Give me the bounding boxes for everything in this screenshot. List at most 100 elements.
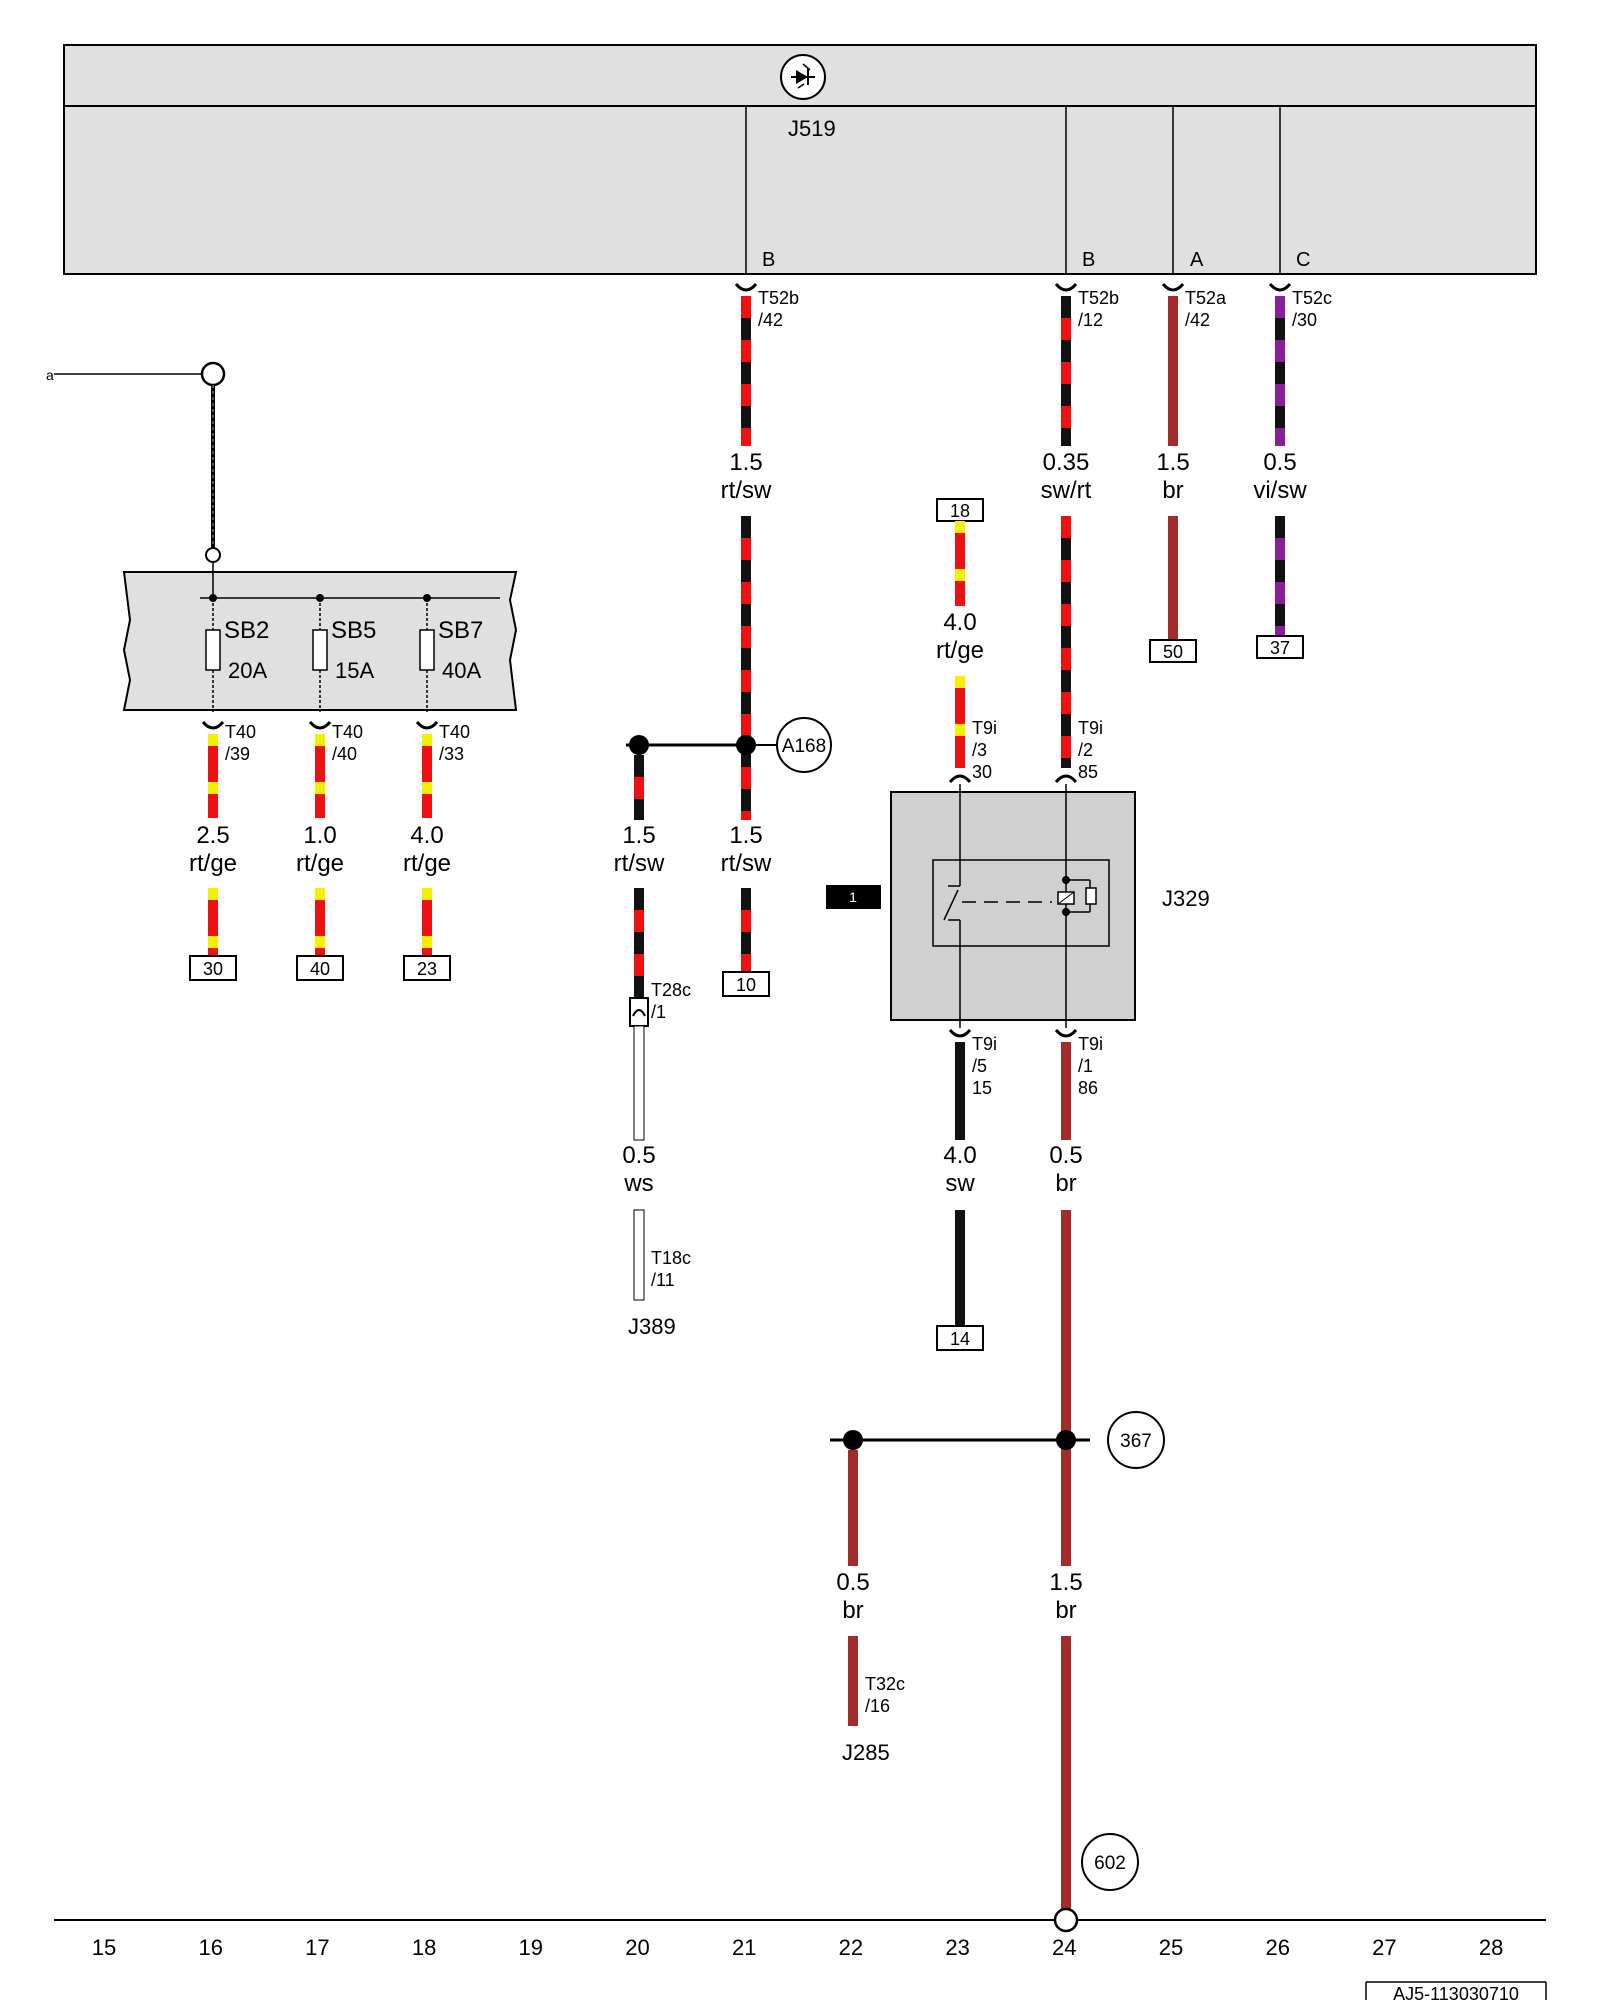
- wire-size-label: 0.35: [1043, 449, 1090, 476]
- pin-letter-a: A: [1190, 249, 1204, 271]
- svg-text:0.5: 0.5: [1049, 1142, 1082, 1169]
- svg-text:sw: sw: [945, 1170, 975, 1197]
- svg-text:30: 30: [203, 959, 223, 979]
- control-unit-j519: J519 B B A C: [63, 44, 1537, 275]
- svg-text:rt/sw: rt/sw: [614, 850, 665, 877]
- wire-size-label: 0.5: [1263, 449, 1296, 476]
- scale-label: 20: [625, 1935, 649, 1960]
- scale-label: 18: [412, 1935, 436, 1960]
- pin-letter-c: C: [1296, 249, 1310, 271]
- feed-wire-to-fusebox: [205, 385, 221, 563]
- wire-color-label: vi/sw: [1253, 477, 1307, 504]
- external-reference-a: a: [46, 361, 226, 387]
- relay-j329: J329: [890, 784, 1210, 1028]
- scale-label: 24: [1052, 1935, 1076, 1960]
- fuse-sb5: SB5 15A: [312, 594, 376, 712]
- svg-text:18: 18: [950, 501, 970, 521]
- pin-label: /30: [1292, 310, 1317, 330]
- control-unit-label: J519: [788, 116, 836, 141]
- scale-label: 19: [519, 1935, 543, 1960]
- scale-label: 27: [1372, 1935, 1396, 1960]
- fuse-connector-hooks: [201, 720, 439, 730]
- svg-text:/5: /5: [972, 1056, 987, 1076]
- svg-text:1.0: 1.0: [303, 822, 336, 849]
- splice-a168: A168: [626, 717, 832, 773]
- scale-label: 21: [732, 1935, 756, 1960]
- svg-text:4.0: 4.0: [943, 1142, 976, 1169]
- svg-text:br: br: [1055, 1597, 1076, 1624]
- wire-ws: [633, 1025, 645, 1301]
- svg-text:4.0: 4.0: [410, 822, 443, 849]
- svg-text:86: 86: [1078, 1078, 1098, 1098]
- terminal-box-18: 18: [936, 498, 984, 522]
- fuse-sb2: SB2 20A: [205, 594, 269, 712]
- svg-text:0.5: 0.5: [622, 1142, 655, 1169]
- svg-text:rt/ge: rt/ge: [189, 850, 237, 877]
- svg-text:T18c: T18c: [651, 1248, 691, 1268]
- svg-text:/33: /33: [439, 744, 464, 764]
- svg-text:/11: /11: [651, 1270, 675, 1290]
- terminal-box-14: 14: [936, 1325, 984, 1351]
- fuse-wire-labels: T40 /39 T40 /40 T40 /33 2.5 rt/ge 1.0 rt…: [189, 722, 470, 877]
- svg-text:0.5: 0.5: [836, 1569, 869, 1596]
- fuse-sb7: SB7 40A: [419, 594, 483, 712]
- terminal-box-10: 10: [722, 971, 770, 997]
- conn-label: T52a: [1185, 288, 1227, 308]
- svg-text:30: 30: [972, 762, 992, 782]
- svg-text:ws: ws: [623, 1170, 653, 1197]
- conn-label: T52c: [1292, 288, 1332, 308]
- svg-text:AJ5-113030710: AJ5-113030710: [1393, 1984, 1519, 2000]
- svg-text:4.0: 4.0: [943, 609, 976, 636]
- fuse-rating: 20A: [228, 658, 267, 683]
- connector-labels-j519: T52b /42 T52b /12 T52a /42 T52c /30: [758, 288, 1332, 330]
- svg-text:50: 50: [1163, 642, 1183, 662]
- pin-label: /42: [758, 310, 783, 330]
- svg-text:/39: /39: [225, 744, 250, 764]
- relay-badge: 1: [826, 885, 881, 909]
- svg-text:/2: /2: [1078, 740, 1093, 760]
- fuse-name: SB7: [438, 617, 483, 644]
- svg-text:T9i: T9i: [1078, 1034, 1103, 1054]
- conn-label: T52b: [1078, 288, 1119, 308]
- scale-label: 23: [945, 1935, 969, 1960]
- svg-text:15: 15: [972, 1078, 992, 1098]
- svg-text:T9i: T9i: [972, 1034, 997, 1054]
- pin-letter-b1: B: [762, 249, 775, 271]
- pin-letter-b2: B: [1082, 249, 1095, 271]
- wire-color-label: sw/rt: [1041, 477, 1092, 504]
- scale-label: 28: [1479, 1935, 1503, 1960]
- svg-text:14: 14: [950, 1329, 970, 1349]
- wire-color-label: rt/sw: [721, 477, 772, 504]
- svg-text:br: br: [842, 1597, 863, 1624]
- svg-text:1: 1: [849, 889, 857, 905]
- svg-text:23: 23: [417, 959, 437, 979]
- svg-text:T40: T40: [439, 722, 470, 742]
- svg-text:40: 40: [310, 959, 330, 979]
- svg-text:37: 37: [1270, 638, 1290, 658]
- svg-text:10: 10: [736, 975, 756, 995]
- connector-hooks-j519: [734, 282, 1292, 292]
- wire-color-label: br: [1162, 477, 1183, 504]
- svg-text:/1: /1: [651, 1002, 666, 1022]
- svg-text:85: 85: [1078, 762, 1098, 782]
- wire-size-label: 1.5: [729, 449, 762, 476]
- scale-label: 26: [1265, 1935, 1289, 1960]
- fuse-name: SB2: [224, 617, 269, 644]
- svg-text:2.5: 2.5: [196, 822, 229, 849]
- svg-text:/40: /40: [332, 744, 357, 764]
- fuse-rating: 15A: [335, 658, 374, 683]
- scale-label: 15: [92, 1935, 116, 1960]
- reference-code: AJ5-113030710: [1365, 1981, 1547, 2000]
- scale-label: 25: [1159, 1935, 1183, 1960]
- svg-text:T40: T40: [225, 722, 256, 742]
- svg-text:T40: T40: [332, 722, 363, 742]
- splice-367: 367: [830, 1411, 1165, 1469]
- fuse-name: SB5: [331, 617, 376, 644]
- device-j285-label: J285: [842, 1740, 890, 1765]
- svg-text:a: a: [46, 367, 54, 383]
- ground-602: 602: [1081, 1833, 1139, 1891]
- svg-text:br: br: [1055, 1170, 1076, 1197]
- starburst-diode-icon: [780, 54, 826, 100]
